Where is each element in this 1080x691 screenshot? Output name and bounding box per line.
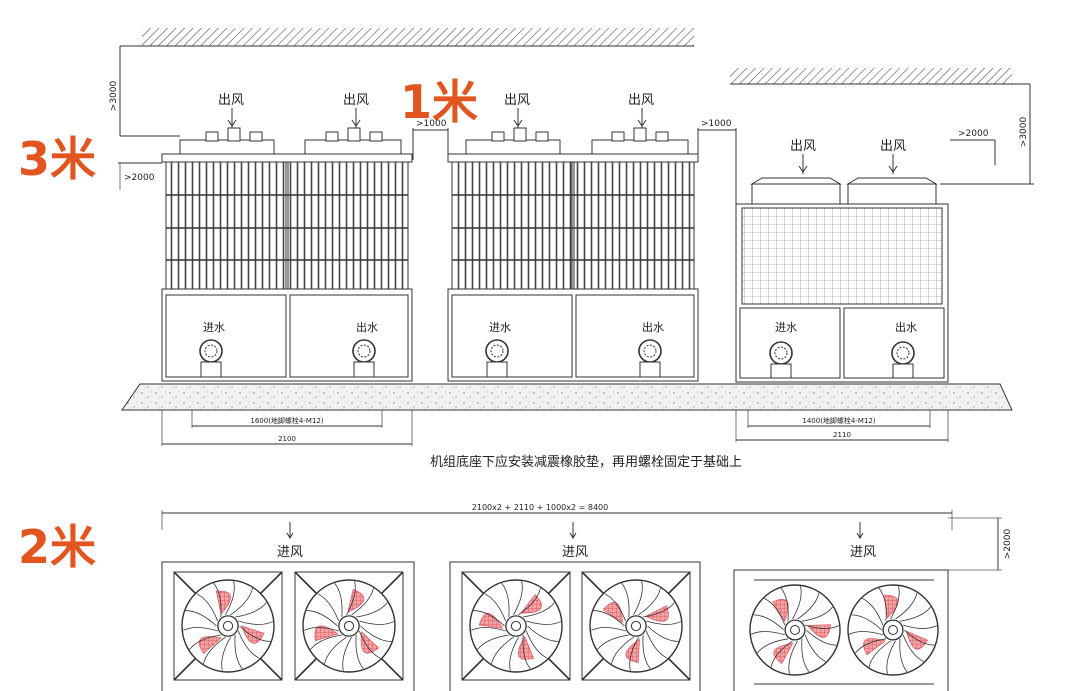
svg-text:>2000: >2000 — [124, 173, 155, 183]
unit-1-elevation — [161, 127, 413, 382]
svg-text:>3000: >3000 — [109, 81, 119, 112]
inlet-label-2: 进风 — [562, 545, 588, 560]
outlet-label-u2-b: 出风 — [628, 93, 654, 108]
outlet-label-u2-a: 出风 — [504, 93, 530, 108]
water-label-u3-out: 出水 — [895, 320, 917, 334]
inlet-label-3: 进风 — [850, 545, 876, 560]
svg-text:>1000: >1000 — [416, 119, 447, 129]
outlet-label-u1-a: 出风 — [218, 93, 244, 108]
dim-total-length: 2100x2 + 2110 + 1000x2 = 8400 — [161, 503, 953, 530]
dim-gap-top-left: >2000 — [118, 162, 162, 190]
fan-icon — [294, 571, 404, 681]
ceiling-hatch-left — [120, 28, 694, 47]
svg-text:2100x2 + 2110 + 1000x2 = 8400: 2100x2 + 2110 + 1000x2 = 8400 — [472, 503, 608, 512]
dim-gap-b: >1000 — [697, 119, 737, 205]
svg-text:1600(地脚螺栓4-M12): 1600(地脚螺栓4-M12) — [250, 416, 323, 425]
outlet-label-u3-b: 出风 — [880, 139, 906, 154]
dim-ceiling-right: >3000 — [940, 84, 1034, 185]
unit-3-elevation — [735, 177, 949, 383]
fan-icon — [847, 584, 939, 676]
fan-icon — [749, 584, 841, 676]
inlet-arrows — [286, 522, 864, 539]
ceiling-hatch-right — [730, 68, 1030, 85]
dim-ceiling-left: >3000 — [109, 46, 180, 137]
water-label-u1-in: 进水 — [203, 321, 225, 334]
dim-gap-a: >1000 — [412, 119, 449, 160]
inlet-label-1: 进风 — [277, 545, 303, 560]
outlet-arrows-u1 — [227, 108, 361, 128]
svg-text:1400(地脚螺栓4-M12): 1400(地脚螺栓4-M12) — [802, 416, 875, 425]
dim-plan-side: >2000 — [948, 517, 1013, 571]
fan-icon — [581, 571, 691, 681]
svg-text:2100: 2100 — [278, 435, 296, 443]
water-label-u2-out: 出水 — [642, 320, 664, 334]
svg-text:>3000: >3000 — [1019, 117, 1029, 148]
outlet-arrows-u2 — [513, 108, 647, 128]
plan-fans-round — [749, 584, 939, 676]
svg-text:>1000: >1000 — [701, 119, 732, 129]
installation-note: 机组底座下应安装减震橡胶垫，再用螺栓固定于基础上 — [430, 454, 742, 470]
water-label-u1-out: 出水 — [356, 320, 378, 334]
callout-3m: 3米 — [18, 132, 96, 186]
svg-text:>2000: >2000 — [1003, 529, 1013, 560]
dim-side-right: >2000 — [950, 129, 996, 165]
fan-icon — [461, 571, 571, 681]
callout-2m: 2米 — [18, 520, 96, 574]
plan-fans-square — [173, 571, 691, 681]
unit-2-elevation — [447, 127, 699, 382]
dim-base-u1: 1600(地脚螺栓4-M12) 2100 — [161, 410, 413, 446]
svg-text:2110: 2110 — [833, 431, 851, 439]
outlet-arrows-u3 — [798, 154, 898, 174]
svg-text:>2000: >2000 — [958, 129, 989, 139]
outlet-label-u3-a: 出风 — [790, 139, 816, 154]
outlet-label-u1-b: 出风 — [343, 93, 369, 108]
water-label-u2-in: 进水 — [489, 321, 511, 334]
dim-base-u3: 1400(地脚螺栓4-M12) 2110 — [735, 410, 949, 442]
water-label-u3-in: 进水 — [775, 321, 797, 334]
foundation-base — [121, 383, 1013, 411]
callout-1m: 1米 — [400, 75, 478, 129]
fan-icon — [173, 571, 283, 681]
